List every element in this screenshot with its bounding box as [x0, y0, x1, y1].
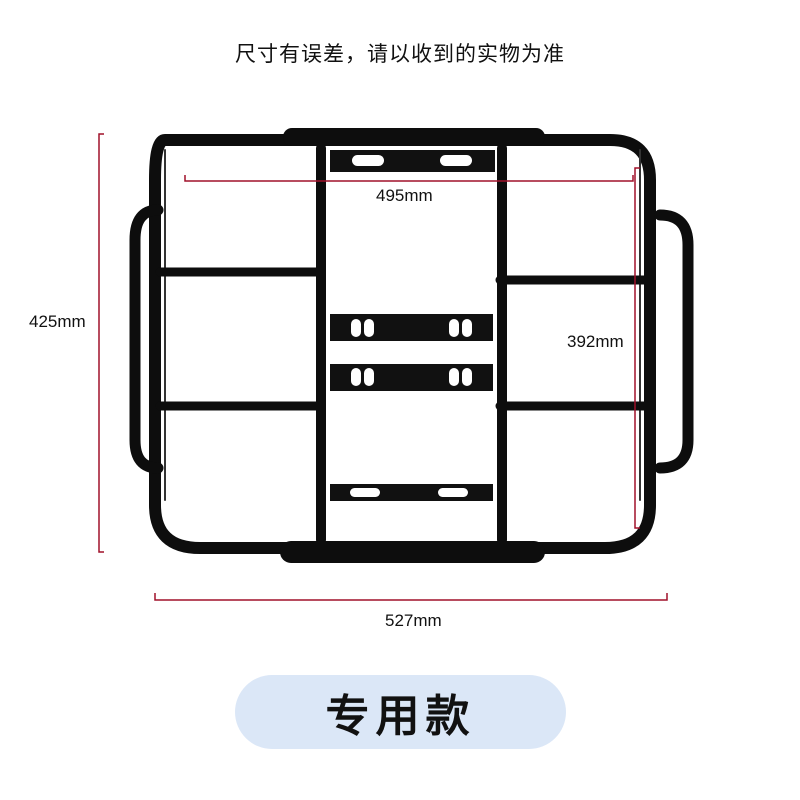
total-width-line: [154, 593, 668, 601]
inner-height-label: 392mm: [567, 332, 624, 351]
inner-height-line: [634, 167, 640, 529]
model-badge-label: 专用款: [325, 691, 476, 742]
inner-width-line: [184, 175, 634, 182]
model-badge: 专用款: [235, 675, 566, 749]
total-height-label: 425mm: [29, 312, 86, 331]
total-width-label: 527mm: [385, 611, 442, 630]
inner-width-label: 495mm: [376, 186, 433, 205]
total-height-line: [98, 133, 104, 553]
size-disclaimer: 尺寸有误差，请以收到的实物为准: [235, 42, 565, 66]
